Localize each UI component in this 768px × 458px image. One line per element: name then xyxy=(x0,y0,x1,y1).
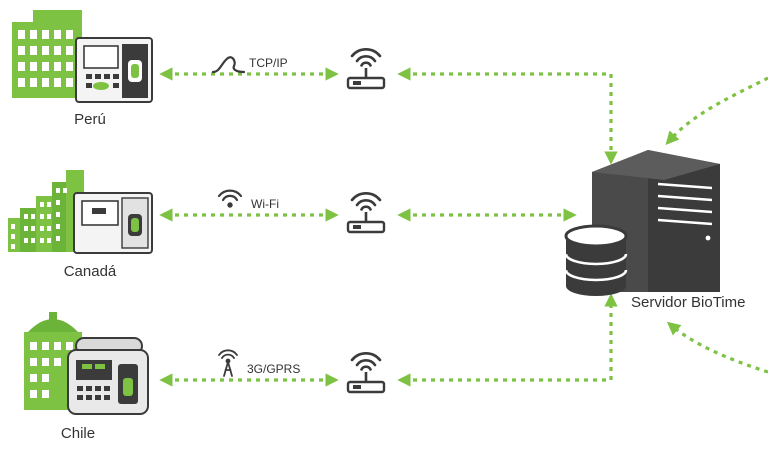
antenna-icon xyxy=(218,349,238,377)
terminal-icon xyxy=(73,192,153,254)
connection-label-canada: Wi-Fi xyxy=(251,197,279,211)
wifi-icon xyxy=(217,189,243,208)
router-icon xyxy=(346,192,386,234)
cable-icon xyxy=(211,56,246,74)
connection-peru: TCP/IP xyxy=(211,56,288,74)
building-icon xyxy=(8,170,84,252)
site-canada: Canadá xyxy=(8,170,153,280)
link-router1-server xyxy=(397,67,618,165)
router-icon xyxy=(346,48,386,90)
router-icon xyxy=(346,352,386,394)
connections xyxy=(159,67,768,387)
site-chile: Chile xyxy=(24,312,149,442)
terminal-icon xyxy=(75,37,153,103)
connection-canada: Wi-Fi xyxy=(217,189,279,211)
link-external-bottom xyxy=(666,321,768,374)
site-peru: Perú xyxy=(12,10,153,128)
terminal-icon xyxy=(67,337,149,415)
server-database-icon xyxy=(564,150,720,296)
server-label: Servidor BioTime xyxy=(631,294,745,311)
connection-chile: 3G/GPRS xyxy=(218,349,300,377)
connection-label-chile: 3G/GPRS xyxy=(247,362,300,376)
link-external-top xyxy=(665,76,768,146)
site-label-chile: Chile xyxy=(61,425,95,442)
link-router3-server xyxy=(397,293,618,387)
site-label-peru: Perú xyxy=(74,111,106,128)
site-label-canada: Canadá xyxy=(64,263,117,280)
connection-label-peru: TCP/IP xyxy=(249,56,288,70)
building-icon xyxy=(12,10,82,98)
